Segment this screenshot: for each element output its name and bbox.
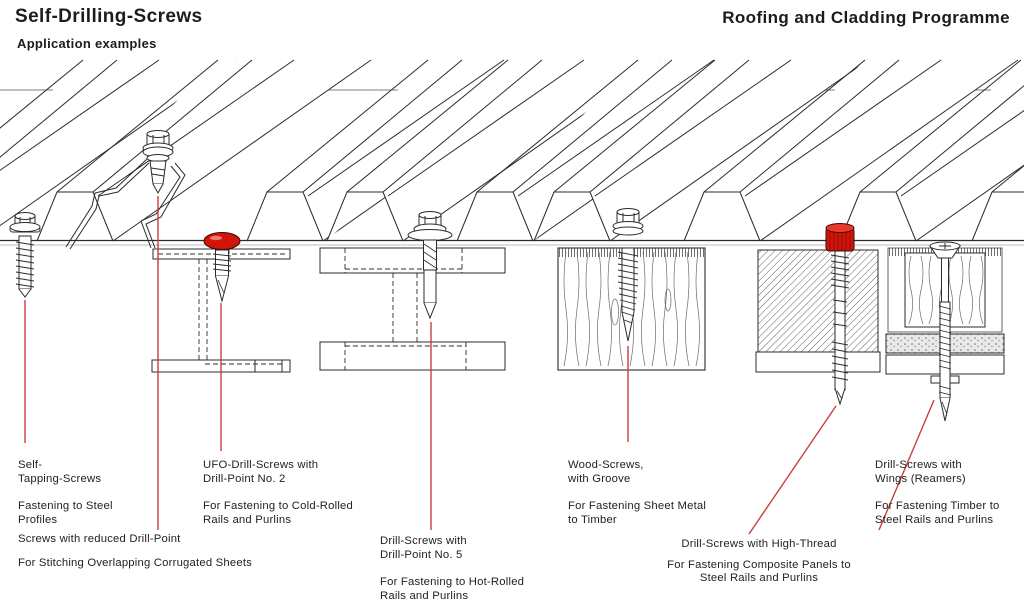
label-wings-screws: Drill-Screws with Wings (Reamers) For Fa… (875, 459, 1000, 526)
leader-lines (24, 196, 935, 535)
drill-point-no5-screw-figure (407, 211, 453, 320)
wings-screw-figure (929, 241, 961, 422)
wing-right (949, 375, 960, 384)
stitching-screw-figure (142, 130, 174, 195)
high-thread-screw-figure (825, 223, 855, 406)
composite-panel-section (755, 249, 881, 373)
sheet-overlap-joint (65, 158, 186, 250)
hot-rolled-beam-section (319, 247, 506, 371)
page-subtitle: Application examples (17, 36, 157, 51)
label-drill-point-no5-screws: Drill-Screws with Drill-Point No. 5 For … (380, 535, 525, 602)
label-ufo-drill-screws: UFO-Drill-Screws with Drill-Point No. 2 … (203, 459, 354, 526)
label-reduced-drill-point-screws: Screws with reduced Drill-Point For Stit… (18, 533, 253, 569)
leader-high-thread (748, 405, 837, 535)
label-self-tapping-screws: Self- Tapping-Screws Fastening to Steel … (18, 459, 113, 526)
page-title: Self-Drilling-Screws (15, 6, 203, 27)
ufo-drill-screw-figure (203, 232, 241, 303)
self-tapping-screw-figure (9, 212, 41, 298)
wing-left (930, 375, 941, 384)
trapezoidal-ribs (0, 59, 1024, 242)
label-high-thread-screws: Drill-Screws with High-Thread For Fasten… (667, 538, 851, 585)
programme-title: Roofing and Cladding Programme (722, 8, 1010, 27)
leader-wings (878, 399, 935, 531)
wood-screw-figure (612, 208, 644, 342)
label-wood-screws: Wood-Screws, with Groove For Fastening S… (568, 459, 707, 526)
